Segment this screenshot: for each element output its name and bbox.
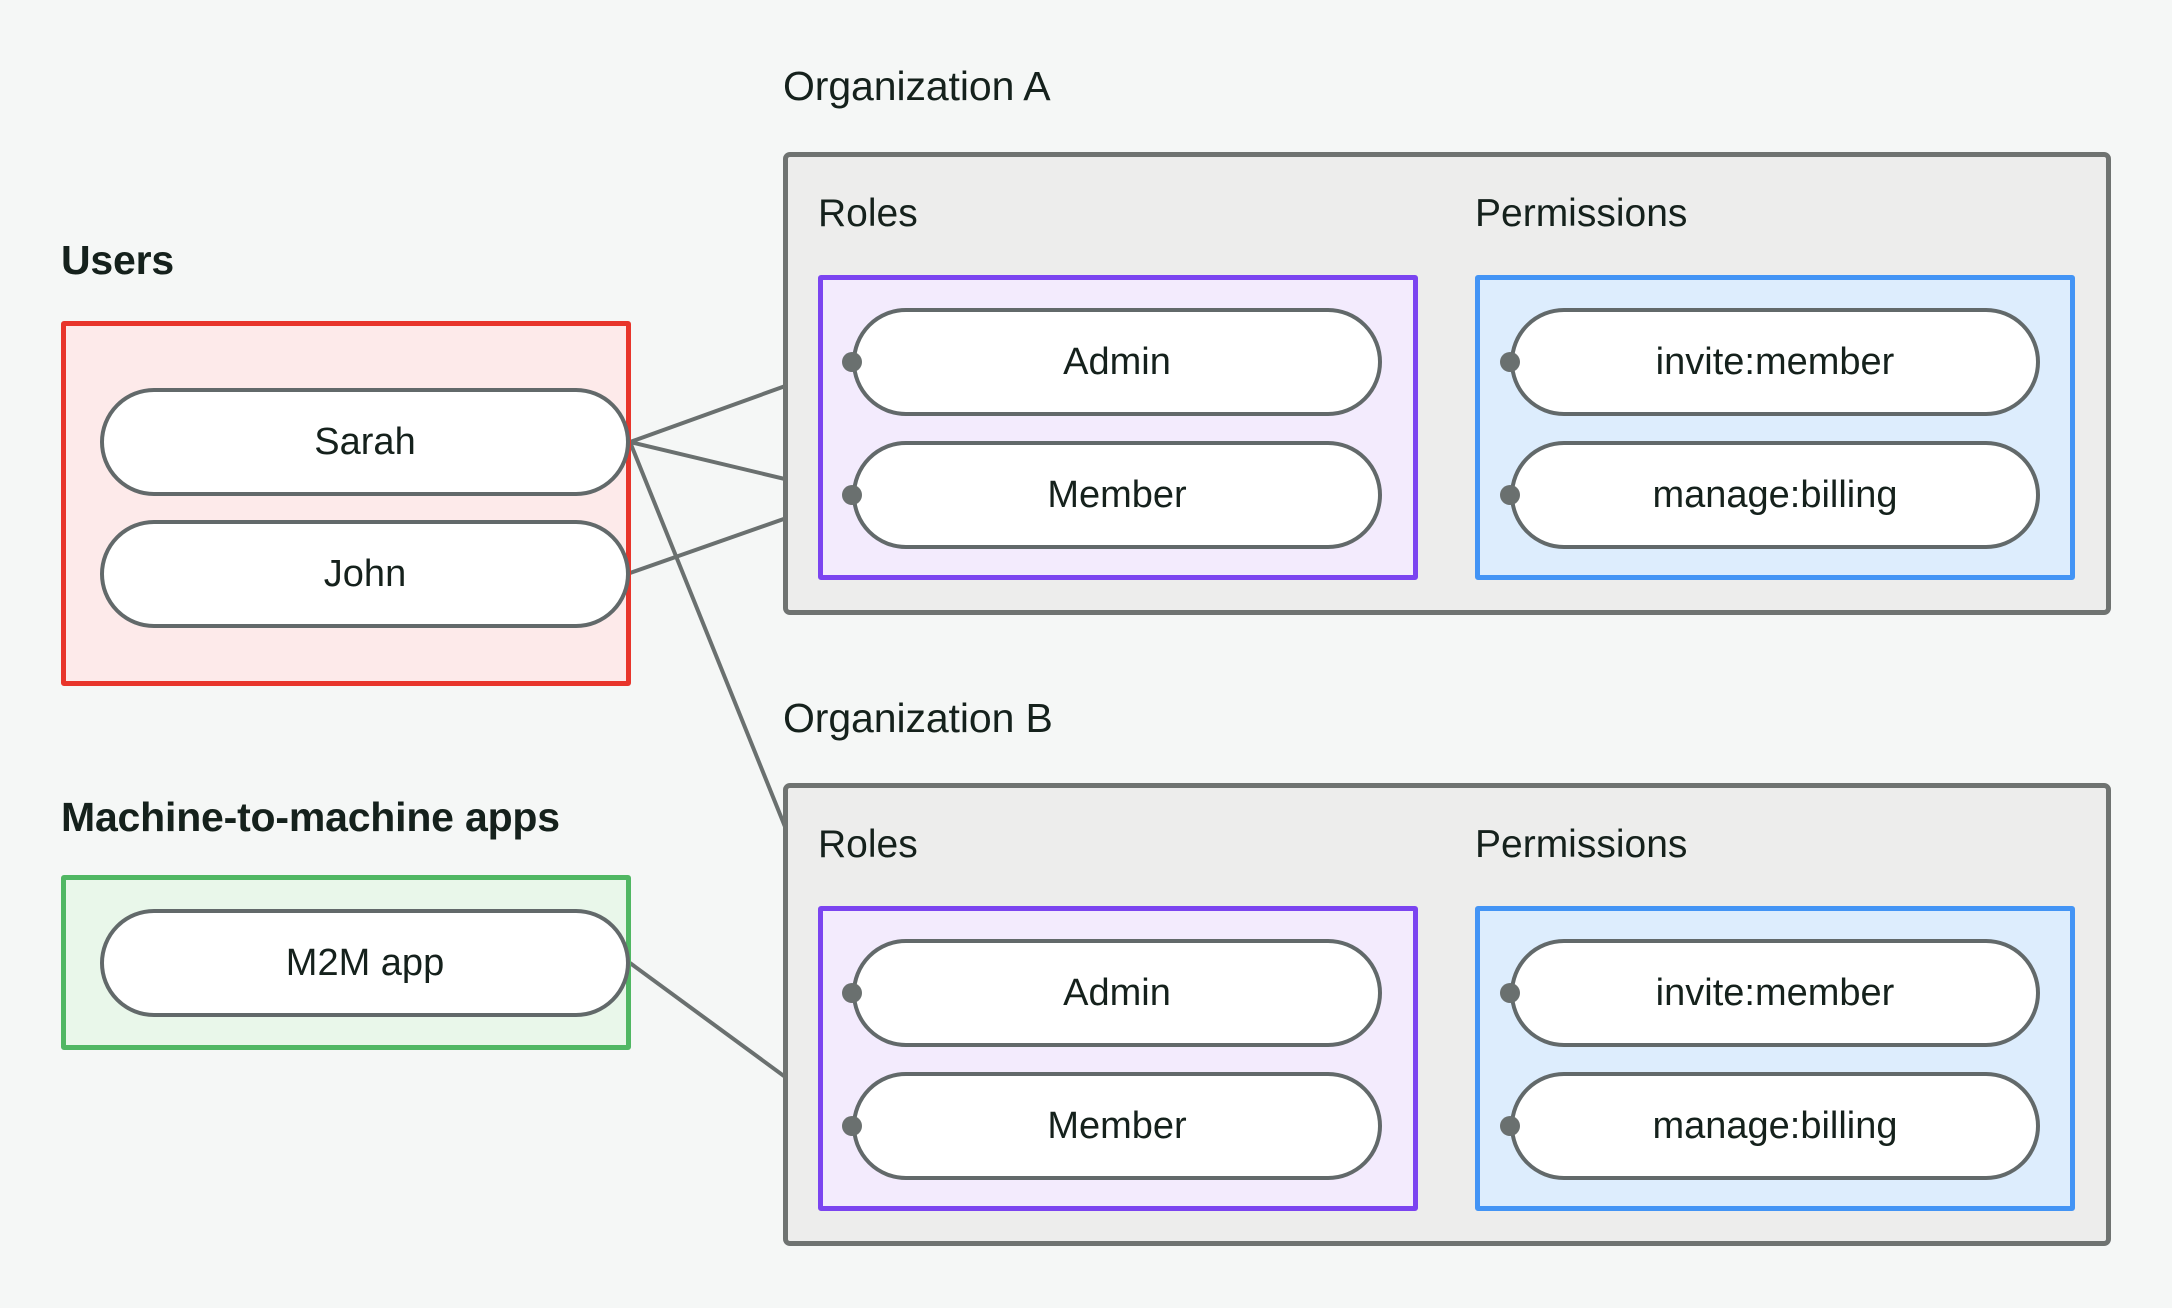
node-label: John — [323, 552, 407, 595]
node-label: manage:billing — [1652, 473, 1898, 516]
node-label: invite:member — [1655, 340, 1895, 383]
connector-dot — [1500, 983, 1520, 1003]
org-b-roles-label: Roles — [818, 823, 918, 866]
node-org-a-role-member[interactable]: Member — [852, 441, 1382, 549]
org-a-roles-label: Roles — [818, 192, 918, 235]
m2m-group-label: Machine-to-machine apps — [61, 794, 560, 840]
org-b-label: Organization B — [783, 695, 1053, 741]
node-label: manage:billing — [1652, 1104, 1898, 1147]
node-label: Sarah — [314, 420, 416, 463]
connector-dot — [842, 485, 862, 505]
users-group-label: Users — [61, 237, 174, 283]
connector-dot — [842, 1116, 862, 1136]
node-label: M2M app — [285, 941, 445, 984]
org-b-permissions-label: Permissions — [1475, 823, 1688, 866]
node-label: Admin — [1063, 971, 1171, 1014]
connector-dot — [1500, 352, 1520, 372]
node-label: Admin — [1063, 340, 1171, 383]
node-label: Member — [1047, 1104, 1187, 1147]
node-org-a-perm-manage-billing[interactable]: manage:billing — [1510, 441, 2040, 549]
node-org-a-perm-invite-member[interactable]: invite:member — [1510, 308, 2040, 416]
connector-dot — [1500, 485, 1520, 505]
node-org-b-role-member[interactable]: Member — [852, 1072, 1382, 1180]
connector-dot — [842, 352, 862, 372]
users-container — [61, 321, 631, 686]
node-org-b-perm-manage-billing[interactable]: manage:billing — [1510, 1072, 2040, 1180]
org-a-label: Organization A — [783, 63, 1051, 109]
connector-dot — [842, 983, 862, 1003]
node-label: Member — [1047, 473, 1187, 516]
node-label: invite:member — [1655, 971, 1895, 1014]
connector-dot — [1500, 1116, 1520, 1136]
node-m2m-app[interactable]: M2M app — [100, 909, 630, 1017]
node-org-b-role-admin[interactable]: Admin — [852, 939, 1382, 1047]
node-org-a-role-admin[interactable]: Admin — [852, 308, 1382, 416]
node-user-john[interactable]: John — [100, 520, 630, 628]
org-a-permissions-label: Permissions — [1475, 192, 1688, 235]
node-user-sarah[interactable]: Sarah — [100, 388, 630, 496]
node-org-b-perm-invite-member[interactable]: invite:member — [1510, 939, 2040, 1047]
